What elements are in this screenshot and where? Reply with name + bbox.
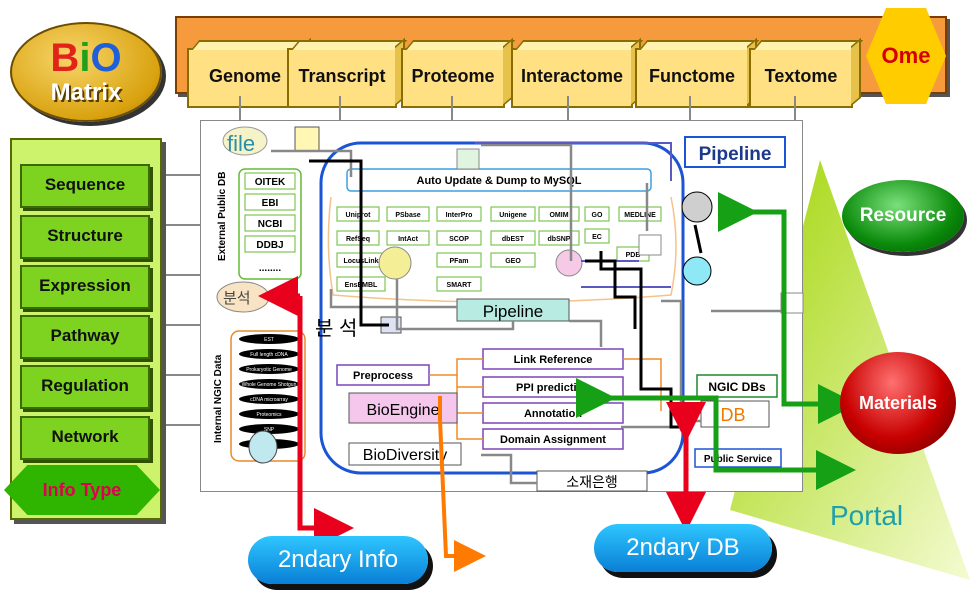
db-scop: SCOP [449,236,469,243]
biomatrix-logo: BiO Matrix [10,22,162,122]
info-network[interactable]: Network [20,416,150,460]
ext-db-more: ........ [259,263,281,274]
ext-db-ebi: EBI [262,198,279,209]
info-pathway[interactable]: Pathway [20,315,150,359]
db-medline: MEDLINE [624,212,656,219]
info-type-panel: Sequence Structure Expression Pathway Re… [10,138,162,520]
file-label: file [227,131,255,156]
internal-proteomics: Proteomics [256,412,282,418]
ome-transcript[interactable]: Transcript [287,48,397,108]
logo-matrix-text: Matrix [50,79,122,106]
analysis-label-2: 분 석 [315,317,357,340]
info-type-hexagon[interactable]: Info Type [4,465,160,515]
link-reference-box: Link Reference [514,354,593,366]
secondary-db-pill[interactable]: 2ndary DB [594,524,772,572]
info-expression[interactable]: Expression [20,265,150,309]
pipeline-mid-label: Pipeline [483,302,544,321]
secondary-info-pill[interactable]: 2ndary Info [248,536,428,584]
resource-sphere[interactable]: Resource [842,180,964,252]
external-db-label: External Public DB [217,172,228,261]
db-dbest: dbEST [502,236,525,243]
materials-sphere[interactable]: Materials [840,352,956,454]
db-uniprot: Uniprot [346,212,372,219]
ext-db-ddbj: DDBJ [256,240,283,251]
db-pdb: PDB [626,252,641,259]
ppi-prediction-box: PPI prediction [516,382,590,394]
db-intact: IntAct [398,236,419,243]
db-unigene: Unigene [499,212,527,219]
ext-db-ncbi: NCBI [258,219,283,230]
ome-functome[interactable]: Functome [635,48,749,108]
ome-textome[interactable]: Textome [749,48,853,108]
logo-b: B [50,36,80,80]
ome-banner: Genome Transcript Proteome Interactome F… [175,16,947,108]
info-sequence[interactable]: Sequence [20,164,150,208]
internal-snp: SNP [264,427,275,433]
annotation-box: Annotation [524,408,582,420]
db-go: GO [592,212,603,219]
portal-label: Portal [830,500,904,531]
db-interpro: InterPro [446,212,473,219]
db-omim: OMIM [549,212,568,219]
db-psbase: PSbase [395,212,420,219]
pipeline-top-label: Pipeline [699,144,772,165]
ome-genome[interactable]: Genome [187,48,303,108]
db-smart: SMART [447,282,473,289]
analysis-label: 분석 [223,290,251,307]
internal-microarray: cDNA microarray [250,397,288,403]
biodiversity-box: BioDiversity [363,447,447,464]
ome-interactome[interactable]: Interactome [511,48,633,108]
internal-flcdna: Full length cDNA [250,352,288,358]
logo-bio-text: BiO [12,36,160,80]
info-structure[interactable]: Structure [20,215,150,259]
internal-wgs: Whole Genome Shotgun [242,382,297,388]
info-regulation[interactable]: Regulation [20,365,150,409]
logo-i: i [79,36,91,80]
bioengine-box: BioEngine [367,402,440,419]
materials-label: Materials [858,393,938,413]
internal-data-label: Internal NGIC Data [213,354,224,443]
db-refseq: RefSeq [346,236,370,243]
preprocess-box: Preprocess [353,370,413,382]
ext-db-oitek: OITEK [255,177,286,188]
db-dbsnp: dbSNP [548,236,571,243]
internal-est: EST [264,337,274,343]
db-geo: GEO [505,258,521,265]
auto-update-label: Auto Update & Dump to MySQL [417,175,582,187]
logo-o: O [90,36,122,80]
db-pfam: PFam [449,258,468,265]
internal-prok: Prokaryotic Genome [246,367,292,373]
db-ec: EC [592,234,602,241]
resource-label: Resource [859,205,947,226]
